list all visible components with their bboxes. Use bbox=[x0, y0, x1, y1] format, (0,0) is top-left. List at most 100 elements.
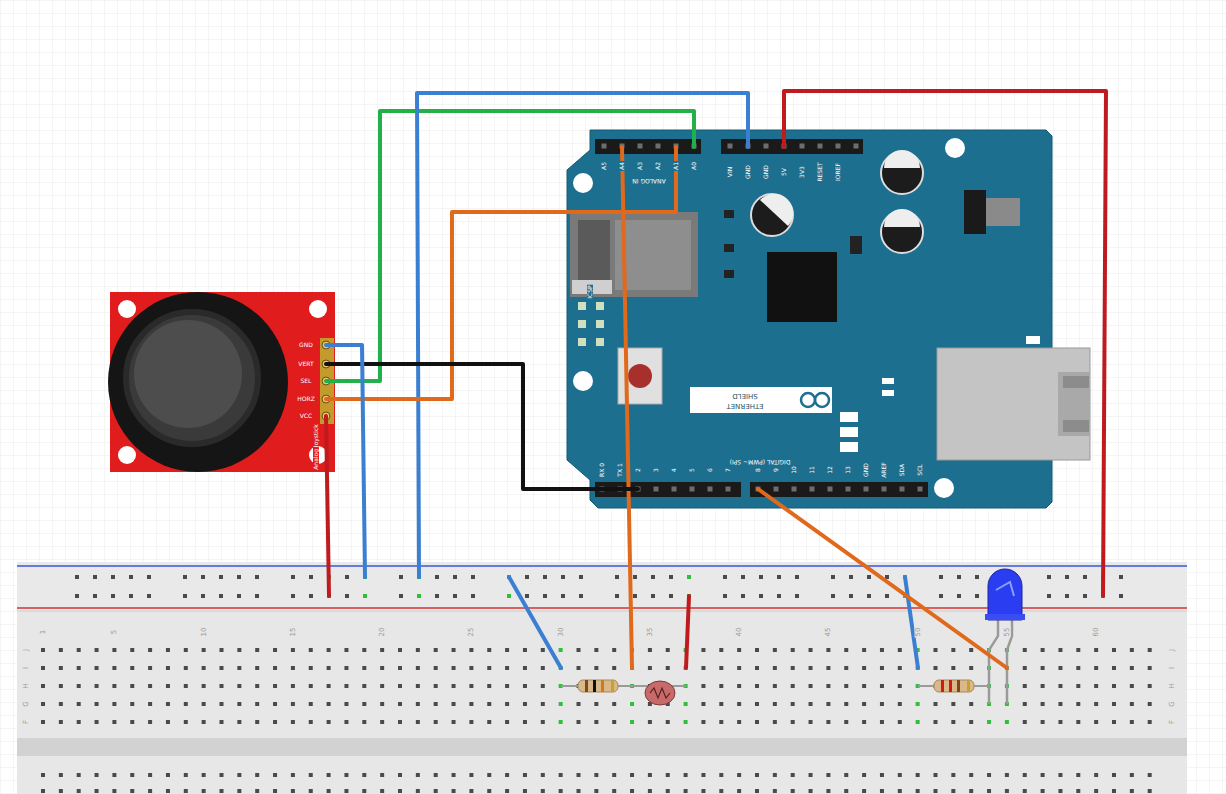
breadboard-hole bbox=[237, 773, 241, 777]
breadboard-hole bbox=[737, 789, 741, 793]
breadboard-hole bbox=[255, 666, 259, 670]
wire bbox=[509, 577, 561, 668]
icsp-pin bbox=[578, 338, 586, 346]
breadboard-hole bbox=[469, 720, 473, 724]
rail-hole bbox=[309, 594, 313, 598]
breadboard-hole bbox=[1076, 773, 1080, 777]
breadboard-hole bbox=[880, 648, 884, 652]
rail-hole bbox=[345, 575, 349, 579]
row-letter: H bbox=[1169, 682, 1176, 689]
rail-hole bbox=[219, 594, 223, 598]
center-channel bbox=[17, 738, 1187, 756]
breadboard-hole bbox=[559, 720, 563, 724]
rail-hole bbox=[525, 575, 529, 579]
breadboard-hole bbox=[791, 702, 795, 706]
breadboard-hole bbox=[487, 789, 491, 793]
breadboard-hole bbox=[380, 789, 384, 793]
breadboard-hole bbox=[184, 773, 188, 777]
breadboard-hole bbox=[380, 684, 384, 688]
breadboard-hole bbox=[577, 789, 581, 793]
breadboard-hole bbox=[1023, 666, 1027, 670]
pin-label: HORZ bbox=[296, 396, 316, 402]
mount-hole bbox=[118, 446, 136, 464]
wire bbox=[326, 416, 329, 596]
header-pin bbox=[846, 487, 851, 492]
breadboard-hole bbox=[951, 720, 955, 724]
breadboard-hole bbox=[862, 773, 866, 777]
breadboard-hole bbox=[951, 789, 955, 793]
row-letter: I bbox=[23, 666, 30, 670]
breadboard-hole bbox=[844, 720, 848, 724]
led-highlight bbox=[996, 582, 1014, 596]
breadboard-hole bbox=[469, 666, 473, 670]
breadboard-hole bbox=[130, 720, 134, 724]
pin-label: VERT bbox=[297, 361, 314, 367]
breadboard-hole bbox=[1112, 702, 1116, 706]
breadboard-hole bbox=[362, 648, 366, 652]
breadboard-hole bbox=[130, 773, 134, 777]
breadboard-hole bbox=[487, 720, 491, 724]
breadboard-hole bbox=[291, 666, 295, 670]
breadboard-hole bbox=[220, 666, 224, 670]
breadboard-hole bbox=[1076, 648, 1080, 652]
breadboard-hole bbox=[809, 702, 813, 706]
breadboard-hole bbox=[523, 684, 527, 688]
row-letter: I bbox=[1169, 666, 1176, 670]
breadboard-hole bbox=[898, 720, 902, 724]
breadboard-hole bbox=[934, 789, 938, 793]
breadboard-hole bbox=[59, 720, 63, 724]
breadboard-hole bbox=[612, 773, 616, 777]
breadboard-hole bbox=[559, 648, 563, 652]
breadboard-hole bbox=[112, 666, 116, 670]
breadboard-hole bbox=[148, 773, 152, 777]
label-plate bbox=[690, 387, 832, 413]
rail-hole bbox=[777, 575, 781, 579]
breadboard-hole bbox=[1112, 773, 1116, 777]
breadboard-hole bbox=[327, 720, 331, 724]
rail-hole bbox=[147, 575, 151, 579]
breadboard-hole bbox=[951, 702, 955, 706]
breadboard-hole bbox=[648, 773, 652, 777]
breadboard-hole bbox=[1058, 666, 1062, 670]
rail-hole bbox=[75, 575, 79, 579]
breadboard-hole bbox=[59, 666, 63, 670]
pin-label: GND bbox=[298, 342, 314, 348]
breadboard-hole bbox=[112, 720, 116, 724]
breadboard-hole bbox=[487, 648, 491, 652]
breadboard-hole bbox=[273, 648, 277, 652]
breadboard-hole bbox=[969, 666, 973, 670]
breadboard-hole bbox=[880, 720, 884, 724]
rail-hole bbox=[435, 594, 439, 598]
breadboard-hole bbox=[719, 684, 723, 688]
breadboard-hole bbox=[202, 789, 206, 793]
breadboard-hole bbox=[1076, 789, 1080, 793]
breadboard-hole bbox=[916, 720, 920, 724]
breadboard-hole bbox=[666, 773, 670, 777]
breadboard-hole bbox=[398, 684, 402, 688]
breadboard-hole bbox=[291, 720, 295, 724]
column-number: 40 bbox=[736, 627, 743, 638]
resistor-band bbox=[949, 680, 952, 692]
breadboard-hole bbox=[184, 666, 188, 670]
breadboard-hole bbox=[1130, 648, 1134, 652]
breadboard-hole bbox=[416, 773, 420, 777]
breadboard-hole bbox=[469, 789, 473, 793]
breadboard-hole bbox=[916, 702, 920, 706]
breadboard-hole bbox=[148, 789, 152, 793]
breadboard-hole bbox=[773, 666, 777, 670]
breadboard-hole bbox=[77, 720, 81, 724]
rail-hole bbox=[687, 575, 691, 579]
breadboard-hole bbox=[1130, 773, 1134, 777]
rail-hole bbox=[957, 594, 961, 598]
pin-label: A3 bbox=[637, 161, 643, 171]
breadboard-hole bbox=[737, 720, 741, 724]
column-number: 15 bbox=[289, 627, 296, 638]
breadboard-hole bbox=[934, 702, 938, 706]
rail-hole bbox=[417, 594, 421, 598]
logo-ring bbox=[801, 393, 815, 407]
wire bbox=[686, 596, 689, 668]
breadboard-hole bbox=[1148, 773, 1152, 777]
breadboard-hole bbox=[826, 684, 830, 688]
analog-header bbox=[595, 139, 701, 154]
breadboard-hole bbox=[1041, 773, 1045, 777]
